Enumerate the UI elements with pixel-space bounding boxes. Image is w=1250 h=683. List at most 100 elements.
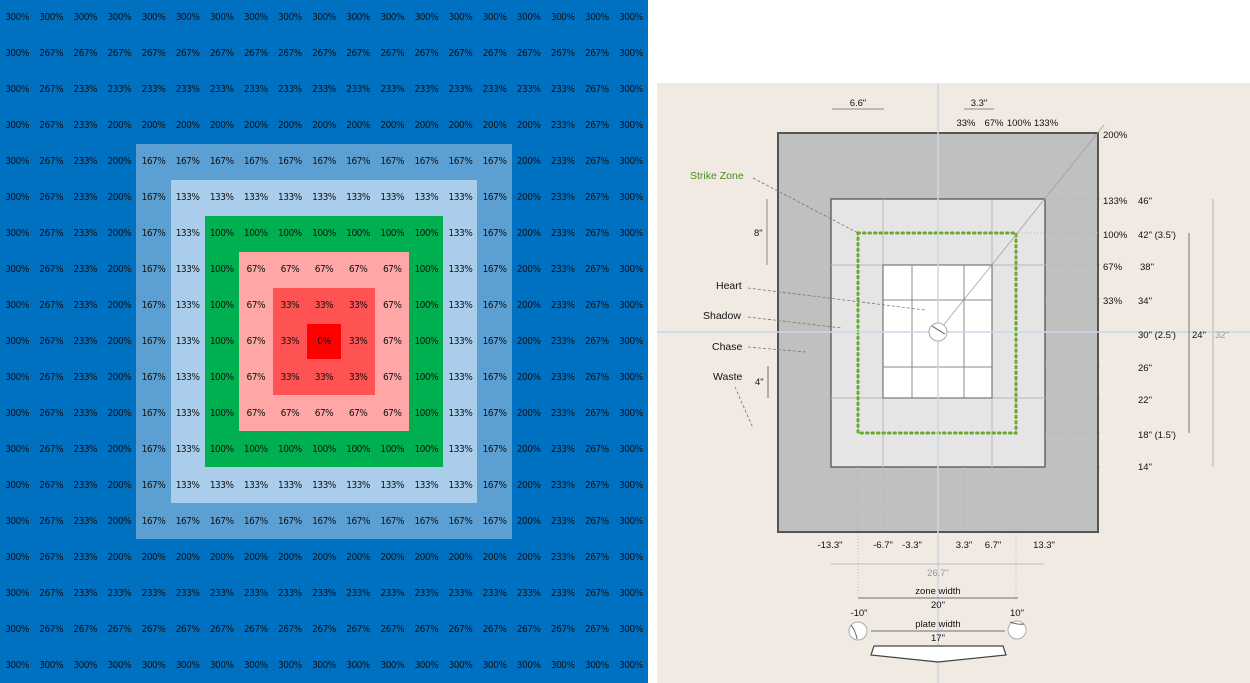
grid-cell: 67%	[238, 323, 273, 360]
grid-cell: 267%	[341, 35, 376, 72]
grid-cell: 300%	[272, 0, 307, 36]
grid-cell: 267%	[579, 71, 614, 108]
grid-cell: 233%	[477, 71, 512, 108]
grid-cell: 267%	[238, 611, 273, 648]
grid-cell: 200%	[272, 539, 307, 576]
grid-cell: 267%	[170, 35, 205, 72]
grid-cell: 267%	[34, 611, 69, 648]
grid-cell: 67%	[341, 251, 376, 288]
grid-cell: 300%	[0, 215, 35, 252]
grid-cell: 200%	[409, 107, 444, 144]
grid-cell: 300%	[613, 179, 648, 216]
grid-cell: 267%	[579, 575, 614, 612]
grid-cell: 267%	[306, 611, 342, 648]
grid-cell: 233%	[170, 575, 205, 612]
grid-cell: 233%	[477, 575, 512, 612]
grid-cell: 300%	[613, 107, 648, 144]
grid-cell: 133%	[170, 323, 205, 360]
grid-cell: 167%	[477, 431, 512, 468]
grid-cell: 133%	[170, 251, 205, 288]
grid-cell: 100%	[238, 215, 273, 252]
grid-cell: 133%	[443, 431, 478, 468]
grid-cell: 133%	[170, 287, 205, 324]
grid-cell: 100%	[204, 215, 239, 252]
chase-label: Chase	[712, 341, 743, 353]
dim-8: 8"	[754, 228, 763, 239]
grid-cell: 233%	[136, 575, 171, 612]
grid-cell: 300%	[443, 647, 478, 683]
grid-cell: 133%	[341, 467, 376, 504]
grid-cell: 200%	[477, 539, 512, 576]
grid-cell: 233%	[68, 71, 103, 108]
grid-cell: 200%	[477, 107, 512, 144]
grid-cell: 300%	[0, 395, 35, 432]
grid-cell: 300%	[409, 647, 444, 683]
grid-cell: 267%	[68, 611, 103, 648]
grid-cell: 67%	[306, 395, 342, 432]
grid-cell: 167%	[477, 179, 512, 216]
grid-cell: 167%	[306, 143, 342, 180]
home-plate	[870, 645, 1007, 663]
span-32: 32"	[1215, 330, 1229, 341]
grid-cell: 200%	[102, 359, 137, 396]
grid-cell: 300%	[68, 647, 103, 683]
strike-zone-outline	[856, 231, 1018, 435]
grid-cell: 167%	[341, 503, 376, 540]
grid-cell: 300%	[34, 647, 69, 683]
grid-cell: 133%	[272, 467, 307, 504]
bottom-dim: -13.3"	[817, 540, 842, 551]
grid-cell: 67%	[238, 251, 273, 288]
grid-cell: 200%	[102, 395, 137, 432]
grid-cell: 300%	[613, 71, 648, 108]
grid-cell: 267%	[375, 35, 410, 72]
grid-cell: 67%	[238, 359, 273, 396]
grid-cell: 167%	[477, 143, 512, 180]
grid-cell: 300%	[443, 0, 478, 36]
grid-cell: 233%	[545, 251, 580, 288]
grid-cell: 267%	[34, 395, 69, 432]
grid-cell: 167%	[477, 395, 512, 432]
grid-cell: 300%	[0, 71, 35, 108]
grid-cell: 233%	[443, 575, 478, 612]
grid-cell: 267%	[579, 251, 614, 288]
grid-cell: 300%	[68, 0, 103, 36]
pct-133: 133%	[1103, 196, 1128, 207]
grid-cell: 167%	[272, 143, 307, 180]
grid-cell: 233%	[68, 251, 103, 288]
grid-cell: 300%	[0, 323, 35, 360]
grid-cell: 233%	[102, 575, 137, 612]
grid-cell: 300%	[306, 647, 342, 683]
grid-cell: 267%	[136, 611, 171, 648]
grid-cell: 133%	[443, 215, 478, 252]
grid-cell: 300%	[0, 287, 35, 324]
grid-cell: 33%	[306, 287, 342, 324]
grid-cell: 233%	[68, 395, 103, 432]
grid-cell: 133%	[170, 467, 205, 504]
grid-cell: 167%	[443, 143, 478, 180]
grid-cell: 200%	[511, 431, 546, 468]
grid-cell: 267%	[511, 35, 546, 72]
grid-cell: 167%	[477, 359, 512, 396]
grid-cell: 233%	[68, 179, 103, 216]
grid-cell: 167%	[477, 323, 512, 360]
grid-cell: 300%	[0, 0, 35, 36]
grid-cell: 167%	[477, 287, 512, 324]
grid-cell: 233%	[511, 575, 546, 612]
grid-cell: 200%	[102, 503, 137, 540]
grid-cell: 300%	[613, 503, 648, 540]
grid-cell: 100%	[409, 215, 444, 252]
height-label: 34"	[1138, 296, 1152, 307]
grid-cell: 300%	[170, 647, 205, 683]
top-pct-67: 67%	[984, 118, 1004, 129]
grid-cell: 233%	[375, 71, 410, 108]
grid-cell: 300%	[0, 251, 35, 288]
grid-cell: 100%	[204, 395, 239, 432]
grid-cell: 267%	[204, 35, 239, 72]
grid-cell: 233%	[545, 107, 580, 144]
grid-cell: 100%	[409, 395, 444, 432]
diagonal-guide	[937, 124, 1105, 333]
grid-cell: 300%	[0, 611, 35, 648]
grid-cell: 133%	[306, 467, 342, 504]
bottom-dim: -3.3"	[902, 540, 922, 551]
grid-cell: 267%	[238, 35, 273, 72]
